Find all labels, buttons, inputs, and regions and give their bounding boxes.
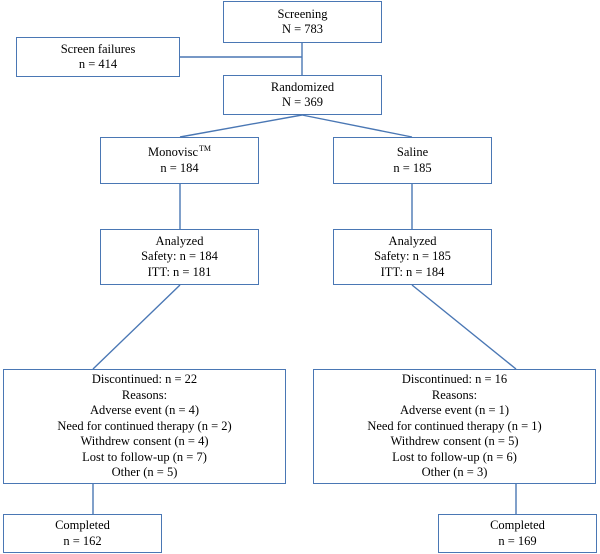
reason-other: Other (n = 5) bbox=[111, 465, 178, 480]
reason-adverse-event: Adverse event (n = 4) bbox=[89, 403, 200, 418]
saline-title: Saline bbox=[396, 145, 429, 159]
reason-continued-therapy: Need for continued therapy (n = 1) bbox=[367, 418, 542, 433]
reason-withdrew-consent: Withdrew consent (n = 4) bbox=[80, 434, 209, 449]
connector-analyzed-discontinued-saline bbox=[411, 284, 517, 370]
discontinued-monovisc-reasons-label: Reasons: bbox=[121, 387, 168, 402]
analyzed-saline-title: Analyzed bbox=[388, 233, 437, 248]
monovisc-title: Monovisc bbox=[148, 144, 198, 159]
screening-box: Screening N = 783 bbox=[223, 1, 382, 43]
completed-saline-count: n = 169 bbox=[498, 533, 537, 548]
completed-monovisc-title: Completed bbox=[55, 518, 110, 532]
randomized-title: Randomized bbox=[270, 79, 335, 94]
randomized-count: N = 369 bbox=[281, 95, 324, 109]
discontinued-monovisc-title: Discontinued: n = 22 bbox=[91, 372, 198, 387]
reason-other: Other (n = 3) bbox=[421, 465, 488, 480]
analyzed-saline-safety: Safety: n = 185 bbox=[374, 249, 451, 264]
monovisc-arm-box: MonoviscTM n = 184 bbox=[100, 137, 259, 184]
completed-saline-title: Completed bbox=[490, 518, 545, 532]
reason-continued-therapy: Need for continued therapy (n = 2) bbox=[57, 418, 232, 433]
screen-failures-count: n = 414 bbox=[78, 57, 118, 71]
completed-monovisc-count: n = 162 bbox=[63, 533, 102, 548]
trademark-mark: TM bbox=[199, 143, 211, 153]
analyzed-monovisc-box: Analyzed Safety: n = 184 ITT: n = 181 bbox=[100, 229, 259, 285]
connector-analyzed-discontinued-monovisc bbox=[92, 284, 181, 370]
saline-arm-box: Saline n = 185 bbox=[333, 137, 492, 184]
analyzed-monovisc-itt: ITT: n = 181 bbox=[147, 264, 212, 279]
connector-randomized-saline bbox=[301, 114, 413, 138]
discontinued-saline-title: Discontinued: n = 16 bbox=[401, 372, 508, 387]
screening-count: N = 783 bbox=[281, 22, 324, 36]
completed-saline-box: Completed n = 169 bbox=[438, 514, 597, 553]
reason-lost-to-follow-up: Lost to follow-up (n = 7) bbox=[82, 449, 207, 464]
connector-randomized-monovisc bbox=[179, 114, 303, 138]
discontinued-monovisc-box: Discontinued: n = 22 Reasons: Adverse ev… bbox=[3, 369, 286, 484]
monovisc-title-line: MonoviscTM bbox=[148, 143, 211, 162]
discontinued-saline-reasons-label: Reasons: bbox=[431, 387, 478, 402]
reason-lost-to-follow-up: Lost to follow-up (n = 6) bbox=[392, 449, 517, 464]
completed-monovisc-box: Completed n = 162 bbox=[3, 514, 162, 553]
reason-adverse-event: Adverse event (n = 1) bbox=[399, 403, 510, 418]
screening-title: Screening bbox=[277, 6, 328, 21]
discontinued-saline-box: Discontinued: n = 16 Reasons: Adverse ev… bbox=[313, 369, 596, 484]
screen-failures-box: Screen failures n = 414 bbox=[16, 37, 180, 77]
analyzed-saline-itt: ITT: n = 184 bbox=[380, 264, 445, 279]
reason-withdrew-consent: Withdrew consent (n = 5) bbox=[390, 434, 519, 449]
screen-failures-title: Screen failures bbox=[60, 41, 136, 56]
randomized-box: Randomized N = 369 bbox=[223, 75, 382, 115]
analyzed-monovisc-safety: Safety: n = 184 bbox=[141, 249, 218, 264]
analyzed-monovisc-title: Analyzed bbox=[155, 233, 204, 248]
saline-count: n = 185 bbox=[393, 160, 432, 175]
monovisc-count: n = 184 bbox=[160, 161, 199, 175]
analyzed-saline-box: Analyzed Safety: n = 185 ITT: n = 184 bbox=[333, 229, 492, 285]
